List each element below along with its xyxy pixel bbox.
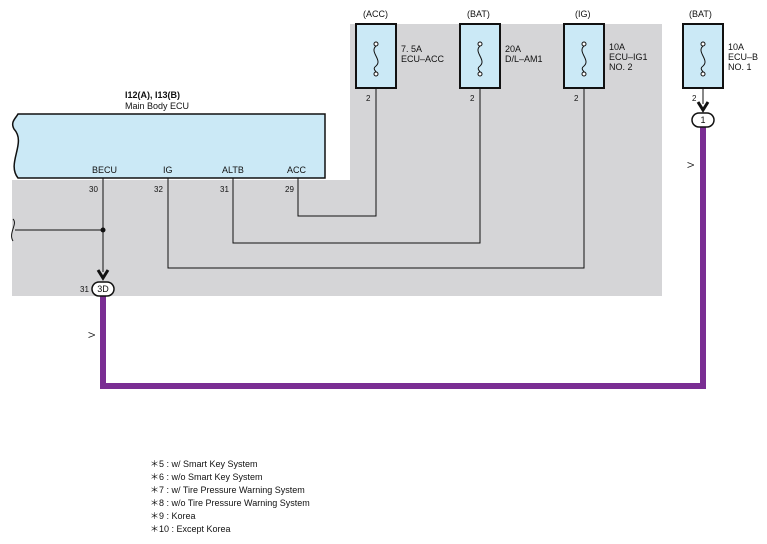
fuse-terminal-top bbox=[581, 41, 587, 47]
note-item: ＊10 : Except Korea bbox=[150, 524, 231, 534]
fuse-ecu-acc: (ACC) 7. 5A ECU–ACC 2 bbox=[355, 9, 445, 103]
connector-oval bbox=[91, 281, 115, 297]
fuse-terminal-bottom bbox=[700, 71, 706, 77]
note-item: ＊6 : w/o Smart Key System bbox=[150, 472, 263, 482]
fuse-ecu-ig1-no2: (IG) 10A ECU–IG1 NO. 2 2 bbox=[563, 9, 648, 103]
wire-color-code-left: V bbox=[87, 332, 97, 338]
wire-altb bbox=[232, 76, 481, 244]
shaded-region bbox=[12, 24, 662, 296]
connector-label: 3D bbox=[97, 284, 109, 294]
fuse-source: (IG) bbox=[575, 9, 591, 19]
fuse-pin: 2 bbox=[692, 94, 697, 103]
ecu-connector-label: I12(A), I13(B) bbox=[125, 90, 180, 100]
wire-break-mark bbox=[11, 218, 15, 242]
connector-1: 1 bbox=[691, 112, 715, 128]
fuse-terminal-bottom bbox=[373, 71, 379, 77]
chevron-down-icon bbox=[96, 269, 110, 281]
fuse-terminal-top bbox=[477, 41, 483, 47]
connector-3d: 3D 31 bbox=[80, 281, 115, 297]
pin-number-30: 30 bbox=[89, 185, 98, 194]
note-item: ＊7 : w/ Tire Pressure Warning System bbox=[150, 485, 305, 495]
ecu-name: Main Body ECU bbox=[125, 101, 189, 111]
fuse-ecu-b-no1: (BAT) 10A ECU–B NO. 1 2 bbox=[682, 9, 758, 103]
fuse-rating: 10A bbox=[728, 42, 744, 52]
fuse-source: (BAT) bbox=[689, 9, 712, 19]
fuse-terminal-bottom bbox=[477, 71, 483, 77]
pin-number-29: 29 bbox=[285, 185, 294, 194]
notes-list: ＊5 : w/ Smart Key System ＊6 : w/o Smart … bbox=[150, 458, 310, 536]
fuse-rating: 7. 5A bbox=[401, 44, 422, 54]
fuse-pin: 2 bbox=[470, 94, 475, 103]
fuse-terminal-top bbox=[373, 41, 379, 47]
pin-name-ig: IG bbox=[163, 165, 173, 175]
wire-acc bbox=[297, 76, 377, 217]
fuse-pin: 2 bbox=[366, 94, 371, 103]
chevron-down-icon bbox=[696, 101, 710, 113]
fuse-element bbox=[700, 45, 706, 73]
pin-name-acc: ACC bbox=[287, 165, 307, 175]
fuse-name-2: NO. 1 bbox=[728, 62, 752, 72]
note-item: ＊9 : Korea bbox=[150, 511, 196, 521]
fuse-name: ECU–ACC bbox=[401, 54, 445, 64]
pin-name-becu: BECU bbox=[92, 165, 117, 175]
wire-color-code-right: V bbox=[686, 162, 696, 168]
fuse-rating: 20A bbox=[505, 44, 521, 54]
fuse-pin: 2 bbox=[574, 94, 579, 103]
fuse-source: (ACC) bbox=[363, 9, 388, 19]
wire-ig bbox=[167, 76, 585, 269]
fuse-element bbox=[373, 45, 379, 73]
wire-v-harness bbox=[100, 127, 706, 389]
pin-number-31: 31 bbox=[220, 185, 229, 194]
pin-name-altb: ALTB bbox=[222, 165, 244, 175]
fuse-element bbox=[581, 45, 587, 73]
fuse-terminal-top bbox=[700, 41, 706, 47]
connector-oval bbox=[691, 112, 715, 128]
fuse-name-2: NO. 2 bbox=[609, 62, 633, 72]
fuse-rating: 10A bbox=[609, 42, 625, 52]
splice-point bbox=[100, 227, 106, 233]
fuse-name: ECU–IG1 bbox=[609, 52, 648, 62]
fuse-dl-am1: (BAT) 20A D/L–AM1 2 bbox=[459, 9, 543, 103]
connector-label: 1 bbox=[700, 115, 705, 125]
fuse-name: ECU–B bbox=[728, 52, 758, 62]
fuse-terminal-bottom bbox=[581, 71, 587, 77]
fuse-element bbox=[477, 45, 483, 73]
ecu-box bbox=[11, 113, 326, 179]
note-item: ＊8 : w/o Tire Pressure Warning System bbox=[150, 498, 310, 508]
pin-number-32: 32 bbox=[154, 185, 163, 194]
fuse-name: D/L–AM1 bbox=[505, 54, 543, 64]
connector-pin: 31 bbox=[80, 285, 89, 294]
fuse-source: (BAT) bbox=[467, 9, 490, 19]
note-item: ＊5 : w/ Smart Key System bbox=[150, 459, 258, 469]
